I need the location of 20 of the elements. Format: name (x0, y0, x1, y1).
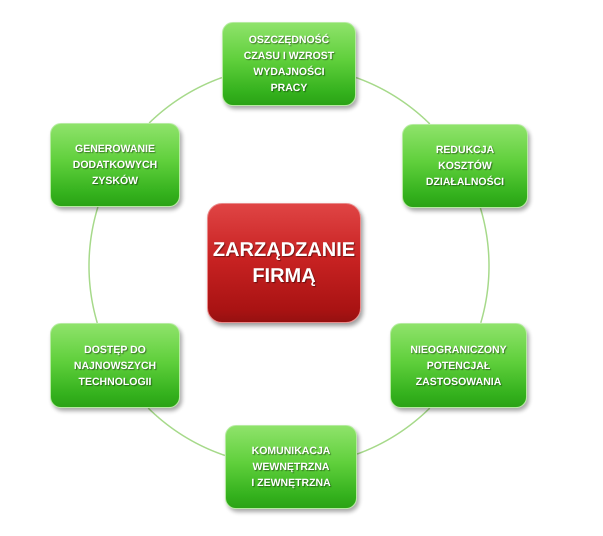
process-box (50, 123, 180, 207)
node-label: NIEOGRANICZONY POTENCJAŁ ZASTOSOWANIA (409, 342, 508, 390)
process-box (222, 22, 356, 106)
process-box (50, 323, 180, 408)
process-box (402, 124, 528, 208)
connector-line (148, 76, 222, 124)
node-label: GENEROWANIE DODATKOWYCH ZYSKÓW (72, 142, 158, 189)
process-box (225, 425, 357, 509)
connector-line (480, 207, 490, 324)
connector-line (88, 206, 99, 324)
node-label: ZARZĄDZANIE FIRMĄ (212, 238, 356, 289)
central-box (207, 203, 361, 323)
node-label: OSZCZĘDNOŚĆ CZASU I WZROST WYDAJNOŚCI PRACY (242, 32, 336, 96)
connector-line (148, 407, 226, 456)
connector-line (356, 407, 430, 455)
node-label: KOMUNIKACJA WEWNĘTRZNA I ZEWNĘTRZNA (250, 444, 332, 491)
node-label: DOSTĘP DO NAJNOWSZYCH TECHNOLOGII (72, 342, 158, 390)
process-box (390, 323, 527, 408)
connector-line (355, 76, 430, 125)
node-label: REDUKCJA KOSZTÓW DZIAŁALNOŚCI (424, 143, 506, 190)
